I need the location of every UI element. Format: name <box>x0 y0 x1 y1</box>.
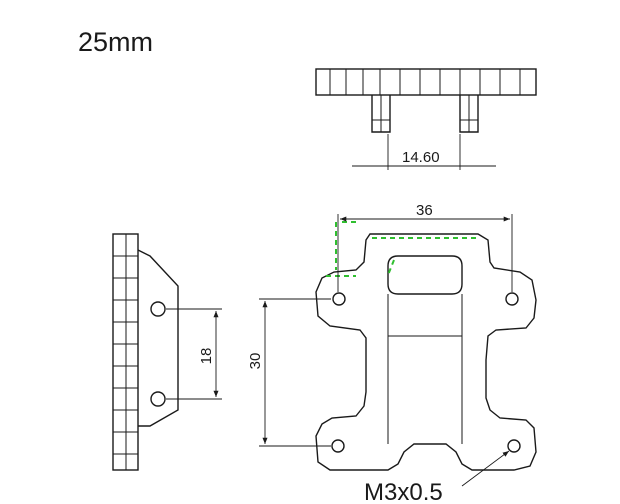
front-view-channel <box>387 294 463 444</box>
size-label: 25mm <box>78 27 153 57</box>
hole-span-height-dimension: 30 <box>247 353 264 370</box>
green-guide-marks <box>326 221 476 277</box>
side-hole-spacing-dimension: 18 <box>198 348 215 365</box>
front-view-hole-bottom-left <box>331 439 345 453</box>
front-view-hole-top-right <box>505 292 519 306</box>
top-view-ribs <box>329 69 521 95</box>
hole-span-width-dimension: 36 <box>416 202 433 219</box>
thread-callout-leader <box>461 450 510 487</box>
side-view: 18 <box>112 233 222 471</box>
thread-callout: M3x0.5 <box>364 479 443 504</box>
front-view-outline <box>315 233 537 471</box>
side-view-ribs <box>113 234 138 470</box>
top-view: 14.60 <box>315 68 537 170</box>
front-view-hole-bottom-right <box>507 439 521 453</box>
side-view-bracket <box>137 249 179 427</box>
top-view-body <box>315 68 537 96</box>
side-view-hole-bottom <box>150 391 166 407</box>
front-view-hole-top-left <box>332 292 346 306</box>
front-view: 36 30 M3x0.5 <box>247 202 537 504</box>
side-view-hole-top <box>150 301 166 317</box>
pin-spacing-dimension: 14.60 <box>402 149 440 166</box>
front-view-slot <box>387 255 463 295</box>
